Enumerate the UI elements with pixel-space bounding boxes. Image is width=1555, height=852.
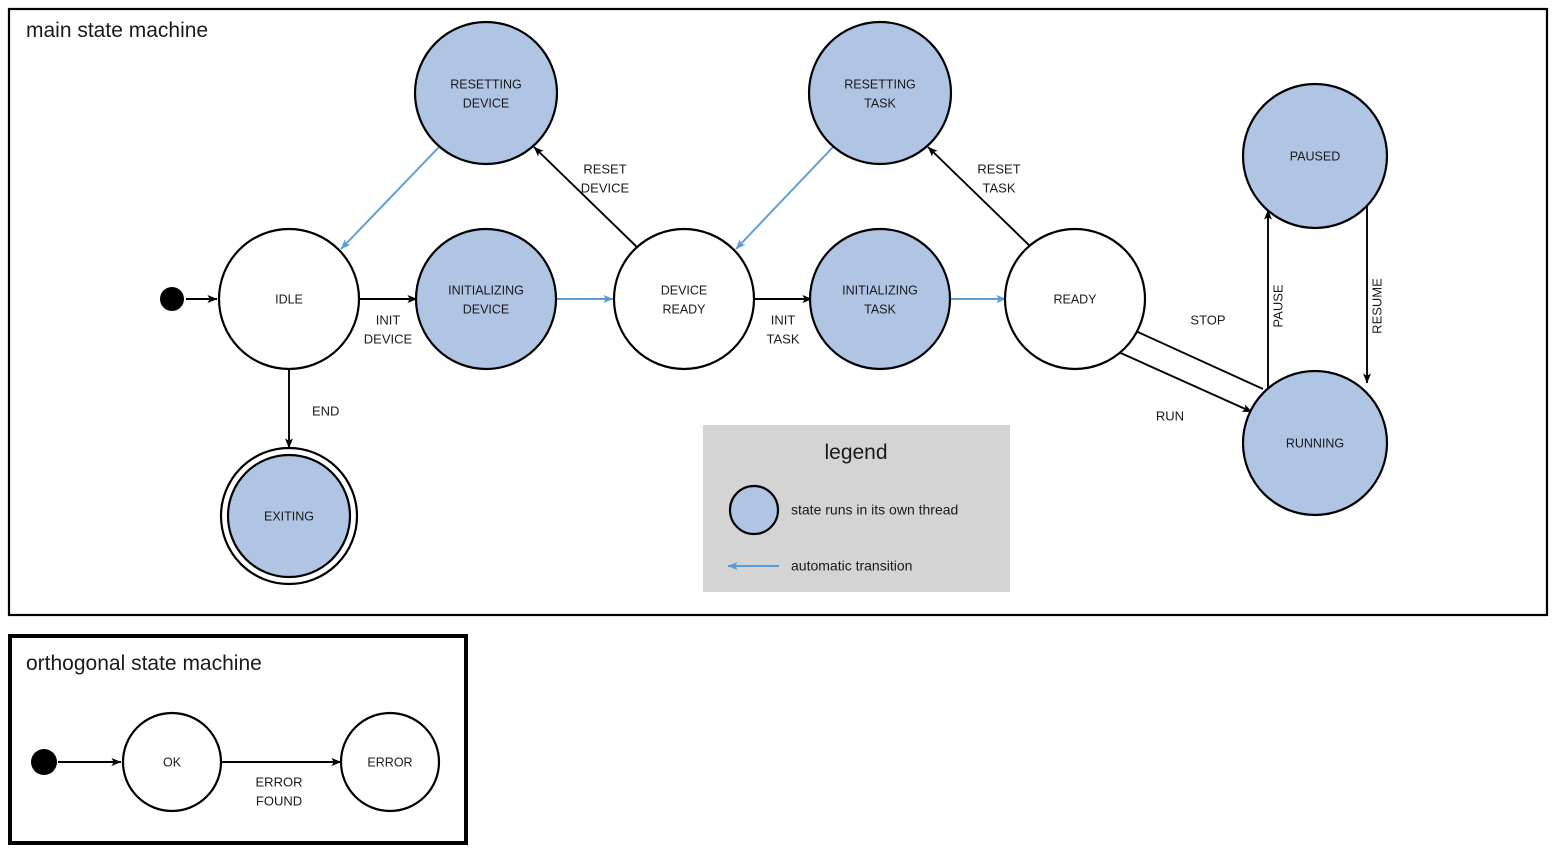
transition-label-resume: RESUME — [1369, 278, 1384, 334]
state-node-initializing-task[interactable]: INITIALIZING TASK — [808, 227, 952, 371]
transition-label-run: RUN — [1156, 408, 1184, 423]
transition-label-init-task-line2: TASK — [767, 331, 800, 346]
transition-label-reset-device-line2: DEVICE — [581, 180, 630, 195]
legend-item-label-thread: state runs in its own thread — [791, 502, 958, 518]
orthogonal-frame — [8, 634, 468, 845]
state-node-running[interactable]: RUNNING — [1241, 369, 1389, 517]
final-state-outer-ring — [219, 446, 359, 586]
transition-label-init-device-line1: INIT — [376, 312, 401, 327]
transition-label-init-task-line1: INIT — [771, 312, 796, 327]
state-node-initializing-device[interactable]: INITIALIZING DEVICE — [414, 227, 558, 371]
legend-item-label-automatic: automatic transition — [791, 558, 912, 574]
state-label-idle: IDLE — [275, 292, 303, 306]
state-node-paused[interactable]: PAUSED — [1241, 82, 1389, 230]
legend-title: legend — [824, 441, 887, 464]
transition-label-reset-device-line1: RESET — [583, 161, 626, 176]
transition-label-init-device-line2: DEVICE — [364, 331, 413, 346]
transition-resetting-device-to-idle — [340, 145, 441, 250]
transition-label-error-found-line2: FOUND — [256, 793, 302, 808]
transition-label-reset-task-line1: RESET — [977, 161, 1020, 176]
state-label-resetting-task-line1: RESETTING — [844, 77, 916, 91]
state-node-exiting[interactable]: EXITING — [219, 446, 359, 586]
transition-label-stop: STOP — [1190, 312, 1225, 327]
state-label-exiting: EXITING — [264, 509, 314, 523]
state-label-resetting-task-line2: TASK — [864, 96, 896, 110]
state-label-initializing-task-line2: TASK — [864, 302, 896, 316]
state-node-device-ready[interactable]: DEVICE READY — [612, 227, 756, 371]
main-frame-title: main state machine — [26, 19, 208, 42]
transition-resetting-task-to-device-ready — [735, 145, 835, 250]
state-node-idle[interactable]: IDLE — [217, 227, 361, 371]
transition-label-pause: PAUSE — [1270, 284, 1285, 327]
state-label-initializing-device-line2: DEVICE — [463, 302, 510, 316]
main-frame — [7, 7, 1549, 617]
transition-ready-to-running — [1113, 349, 1253, 413]
state-label-device-ready-line2: READY — [662, 302, 706, 316]
transition-device-ready-to-resetting-device — [533, 146, 641, 251]
state-label-resetting-device-line1: RESETTING — [450, 77, 522, 91]
final-state-inner-circle — [226, 453, 352, 579]
state-label-ready: READY — [1053, 292, 1097, 306]
initial-state-dot-orthogonal — [31, 749, 57, 775]
state-node-error[interactable]: ERROR — [339, 711, 441, 813]
transition-label-end: END — [312, 403, 339, 418]
state-node-ok[interactable]: OK — [121, 711, 223, 813]
state-label-initializing-task-line1: INITIALIZING — [842, 283, 918, 297]
legend: legend state runs in its own thread auto… — [703, 425, 1010, 592]
state-label-running: RUNNING — [1286, 436, 1344, 450]
transition-label-reset-task-line2: TASK — [983, 180, 1016, 195]
transition-running-to-ready — [1128, 327, 1264, 390]
transition-ready-to-resetting-task — [927, 146, 1035, 251]
legend-thread-state-swatch — [728, 484, 780, 536]
state-label-device-ready-line1: DEVICE — [661, 283, 708, 297]
initial-state-dot-main — [160, 287, 184, 311]
state-node-resetting-device[interactable]: RESETTING DEVICE — [413, 20, 559, 166]
state-label-paused: PAUSED — [1290, 149, 1340, 163]
state-label-initializing-device-line1: INITIALIZING — [448, 283, 524, 297]
state-node-resetting-task[interactable]: RESETTING TASK — [807, 20, 953, 166]
state-label-error: ERROR — [367, 755, 412, 769]
transition-label-error-found-line1: ERROR — [256, 774, 303, 789]
state-node-ready[interactable]: READY — [1003, 227, 1147, 371]
state-label-resetting-device-line2: DEVICE — [463, 96, 510, 110]
orthogonal-frame-title: orthogonal state machine — [26, 652, 262, 675]
state-label-ok: OK — [163, 755, 182, 769]
